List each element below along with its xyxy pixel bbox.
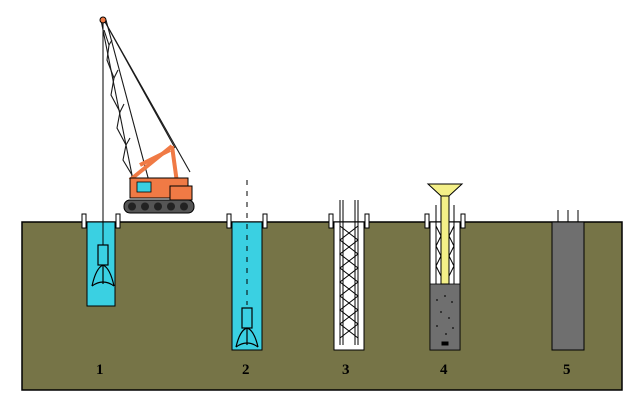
- concrete-dots: [436, 295, 454, 335]
- step-label-4: 4: [440, 362, 448, 378]
- step-label-2: 2: [242, 362, 250, 378]
- guide-wall-right-3: [364, 213, 370, 229]
- guide-wall-left-1: [81, 213, 87, 229]
- step-label-5: 5: [563, 362, 571, 378]
- trench-3: [333, 221, 365, 351]
- soil-block: [21, 221, 623, 391]
- guide-wall-left-2: [226, 213, 232, 229]
- step-2-deep-excavation: [226, 180, 268, 351]
- step-1-excavation: [81, 16, 195, 307]
- guide-wall-left-4: [424, 213, 430, 229]
- crane-window: [136, 181, 152, 193]
- guide-wall-right-2: [262, 213, 268, 229]
- crane-counterweight: [169, 185, 193, 201]
- crawler-crane: [99, 16, 195, 214]
- step-label-3: 3: [342, 362, 350, 378]
- step-3-reinforcement-cage: [328, 200, 370, 351]
- step-4-concreting: [424, 183, 466, 351]
- grab-bucket-1: [91, 244, 115, 287]
- tremie-pipe: [426, 183, 464, 346]
- guide-wall-right-4: [460, 213, 466, 229]
- crane-boom: [100, 19, 191, 191]
- concrete-panel-5: [551, 221, 585, 351]
- boom-tip-sheave: [99, 16, 107, 24]
- grab-bucket-2: [235, 307, 259, 348]
- guide-wall-right-1: [115, 213, 121, 229]
- rebar-cage-4: [435, 205, 455, 284]
- rebar-cage: [339, 200, 359, 345]
- track-rollers: [128, 202, 188, 211]
- guide-wall-left-3: [328, 213, 334, 229]
- concrete-fill-4: [429, 283, 461, 351]
- step-label-1: 1: [96, 362, 104, 378]
- step-5-completed-panel: [551, 210, 585, 351]
- rebar-stubs-5: [557, 210, 579, 222]
